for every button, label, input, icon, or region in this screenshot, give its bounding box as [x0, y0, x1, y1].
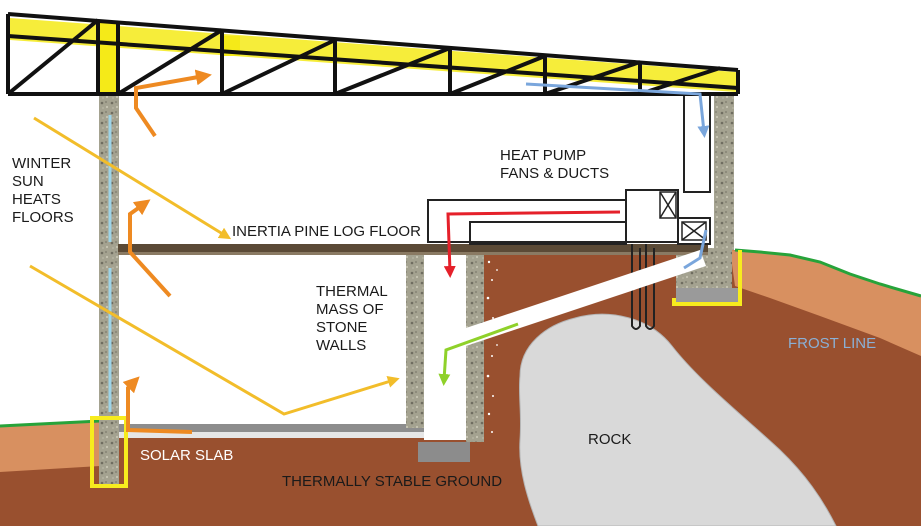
- grass-right: [734, 248, 921, 298]
- grass-left: [0, 419, 101, 428]
- left-wall-base: [99, 420, 119, 484]
- label-heat-pump-line2: FANS & DUCTS: [500, 165, 609, 182]
- label-thermal-mass: THERMAL MASS OF STONE WALLS: [316, 283, 391, 354]
- warm-air-arrow-top: [134, 69, 212, 138]
- label-thermal-mass-line3: STONE: [316, 319, 367, 336]
- label-inertia-floor: INERTIA PINE LOG FLOOR: [232, 223, 421, 240]
- truss-web-yellow-1: [98, 22, 116, 96]
- topsoil-right: [730, 250, 921, 356]
- stone-wall-inner-left: [406, 250, 424, 428]
- right-foundation-footing: [676, 288, 738, 302]
- label-heat-pump: HEAT PUMP FANS & DUCTS: [500, 147, 609, 182]
- intake-pipe: [466, 250, 706, 346]
- warm-air-arrow-mid: [128, 199, 172, 298]
- stone-wall-right: [714, 94, 734, 250]
- label-thermal-mass-line2: MASS OF: [316, 301, 384, 318]
- rock-boulder: [518, 313, 837, 527]
- label-winter-sun-line2: SUN: [12, 173, 44, 190]
- fresh-air-arrow: [438, 322, 519, 386]
- slab-shadow: [118, 432, 430, 438]
- label-frost-line: FROST LINE: [788, 335, 876, 352]
- duct-inner-frame: [469, 221, 627, 245]
- heat-pump-unit: [625, 189, 679, 243]
- ground-loop: [631, 244, 655, 330]
- right-footing-outline: [672, 250, 742, 306]
- footing-pad: [418, 442, 470, 462]
- basement-return-arrow: [683, 229, 708, 270]
- label-heat-pump-line1: HEAT PUMP: [500, 147, 586, 164]
- label-winter-sun-line3: HEATS: [12, 191, 61, 208]
- warm-air-arrow-low: [122, 376, 193, 434]
- label-winter-sun-line4: FLOORS: [12, 209, 74, 226]
- label-solar-slab: SOLAR SLAB: [140, 447, 233, 464]
- fan-box-icon: [659, 191, 677, 219]
- label-winter-sun: WINTER SUN HEATS FLOORS: [12, 155, 75, 226]
- inertia-pine-log-floor: [118, 244, 708, 252]
- label-winter-sun-line1: WINTER: [12, 155, 71, 172]
- sun-ray-upper: [33, 116, 232, 240]
- roof-truss: [6, 12, 740, 96]
- label-thermal-mass-line4: WALLS: [316, 337, 366, 354]
- supply-duct: [683, 93, 711, 193]
- floor-underside: [118, 252, 708, 255]
- left-wall-footing: [90, 416, 128, 488]
- label-stable-ground: THERMALLY STABLE GROUND: [282, 473, 502, 490]
- supply-air-arrow: [443, 210, 621, 278]
- topsoil-left: [0, 420, 100, 472]
- sun-ray-lower: [29, 264, 400, 416]
- backfill-speckle: [486, 260, 498, 433]
- label-rock: ROCK: [588, 431, 631, 448]
- stone-wall-inner-right: [466, 250, 484, 442]
- return-air-arrow: [525, 82, 710, 138]
- basement-interior: [120, 250, 420, 430]
- label-thermal-mass-line1: THERMAL: [316, 283, 387, 300]
- solar-slab: [118, 424, 430, 432]
